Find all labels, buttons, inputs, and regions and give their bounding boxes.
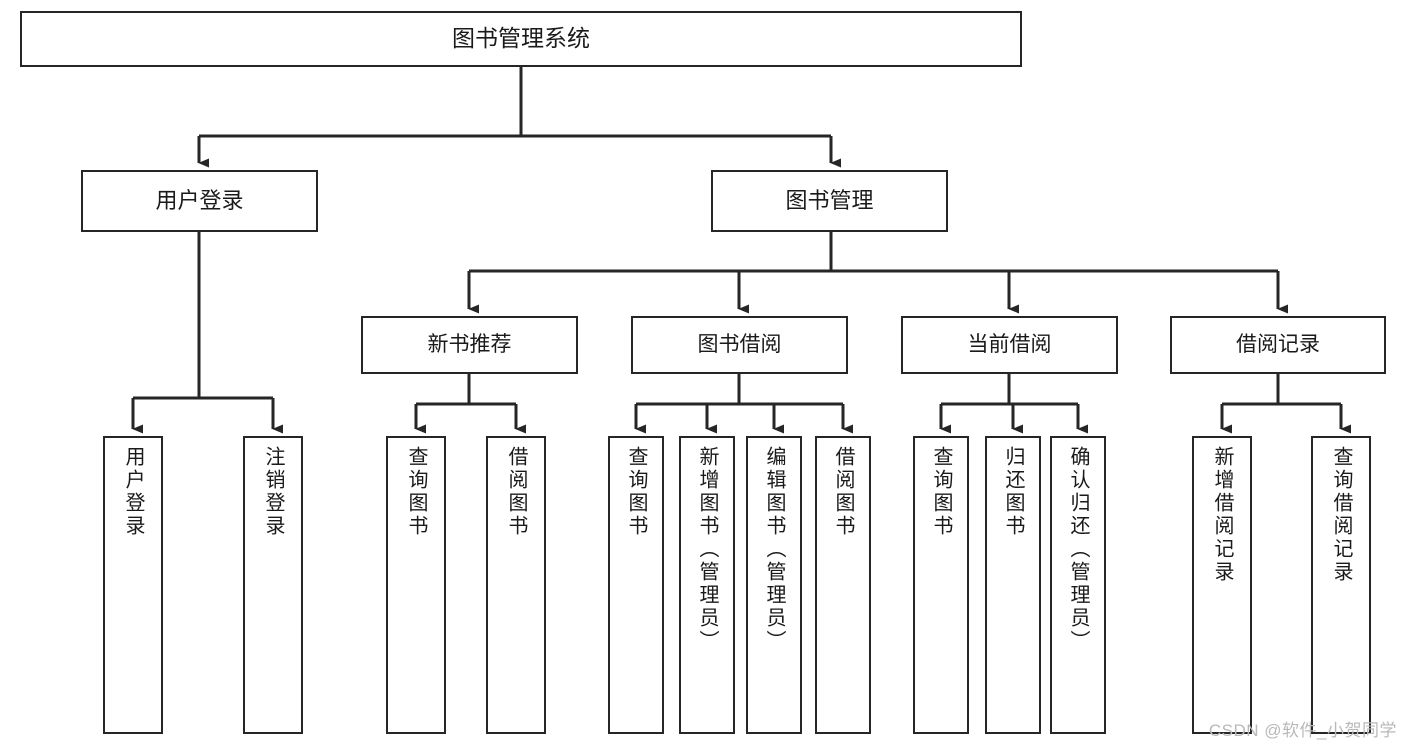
node-book-management[interactable]: 图书管理	[711, 170, 948, 232]
node-user-login[interactable]: 用户登录	[81, 170, 318, 232]
node-borrow-record-label: 借阅记录	[1236, 333, 1320, 357]
leaf-add-book-admin-label: 新增图书（管理员）	[696, 446, 718, 653]
leaf-query-book-recommendation[interactable]: 查询图书	[386, 436, 446, 734]
leaf-return-book[interactable]: 归还图书	[985, 436, 1041, 734]
leaf-borrow-book-recommendation[interactable]: 借阅图书	[486, 436, 546, 734]
node-book-borrow-label: 图书借阅	[697, 333, 782, 357]
node-user-login-label: 用户登录	[155, 187, 244, 213]
leaf-borrow-book-recommendation-label: 借阅图书	[505, 446, 527, 538]
leaf-borrow-book[interactable]: 借阅图书	[815, 436, 871, 734]
leaf-user-login-label: 用户登录	[122, 446, 144, 538]
node-book-management-label: 图书管理	[785, 187, 874, 213]
node-book-borrow[interactable]: 图书借阅	[631, 316, 848, 374]
leaf-query-book-recommendation-label: 查询图书	[405, 446, 427, 538]
leaf-add-borrow-record[interactable]: 新增借阅记录	[1192, 436, 1252, 734]
node-new-book-recommendation[interactable]: 新书推荐	[361, 316, 578, 374]
leaf-user-login[interactable]: 用户登录	[103, 436, 163, 734]
node-root-label: 图书管理系统	[452, 25, 590, 52]
leaf-return-book-label: 归还图书	[1002, 446, 1024, 538]
leaf-query-book-borrow[interactable]: 查询图书	[608, 436, 664, 734]
leaf-query-book-current[interactable]: 查询图书	[913, 436, 969, 734]
leaf-logout-label: 注销登录	[262, 446, 284, 538]
node-new-book-recommendation-label: 新书推荐	[427, 333, 512, 357]
leaf-edit-book-admin-label: 编辑图书（管理员）	[763, 446, 785, 653]
node-current-borrow-label: 当前借阅	[967, 333, 1052, 357]
leaf-confirm-return-admin[interactable]: 确认归还（管理员）	[1050, 436, 1106, 734]
node-borrow-record[interactable]: 借阅记录	[1170, 316, 1386, 374]
leaf-query-book-borrow-label: 查询图书	[625, 446, 647, 538]
leaf-borrow-book-label: 借阅图书	[832, 446, 854, 538]
leaf-query-borrow-record-label: 查询借阅记录	[1330, 446, 1352, 584]
node-current-borrow[interactable]: 当前借阅	[901, 316, 1118, 374]
csdn-watermark: CSDN @软件_小贺同学	[1208, 721, 1397, 740]
leaf-add-borrow-record-label: 新增借阅记录	[1211, 446, 1233, 584]
leaf-add-book-admin[interactable]: 新增图书（管理员）	[679, 436, 735, 734]
leaf-query-borrow-record[interactable]: 查询借阅记录	[1311, 436, 1371, 734]
leaf-logout[interactable]: 注销登录	[243, 436, 303, 734]
node-root[interactable]: 图书管理系统	[20, 11, 1022, 67]
leaf-edit-book-admin[interactable]: 编辑图书（管理员）	[746, 436, 802, 734]
leaf-confirm-return-admin-label: 确认归还（管理员）	[1067, 446, 1089, 653]
leaf-query-book-current-label: 查询图书	[930, 446, 952, 538]
